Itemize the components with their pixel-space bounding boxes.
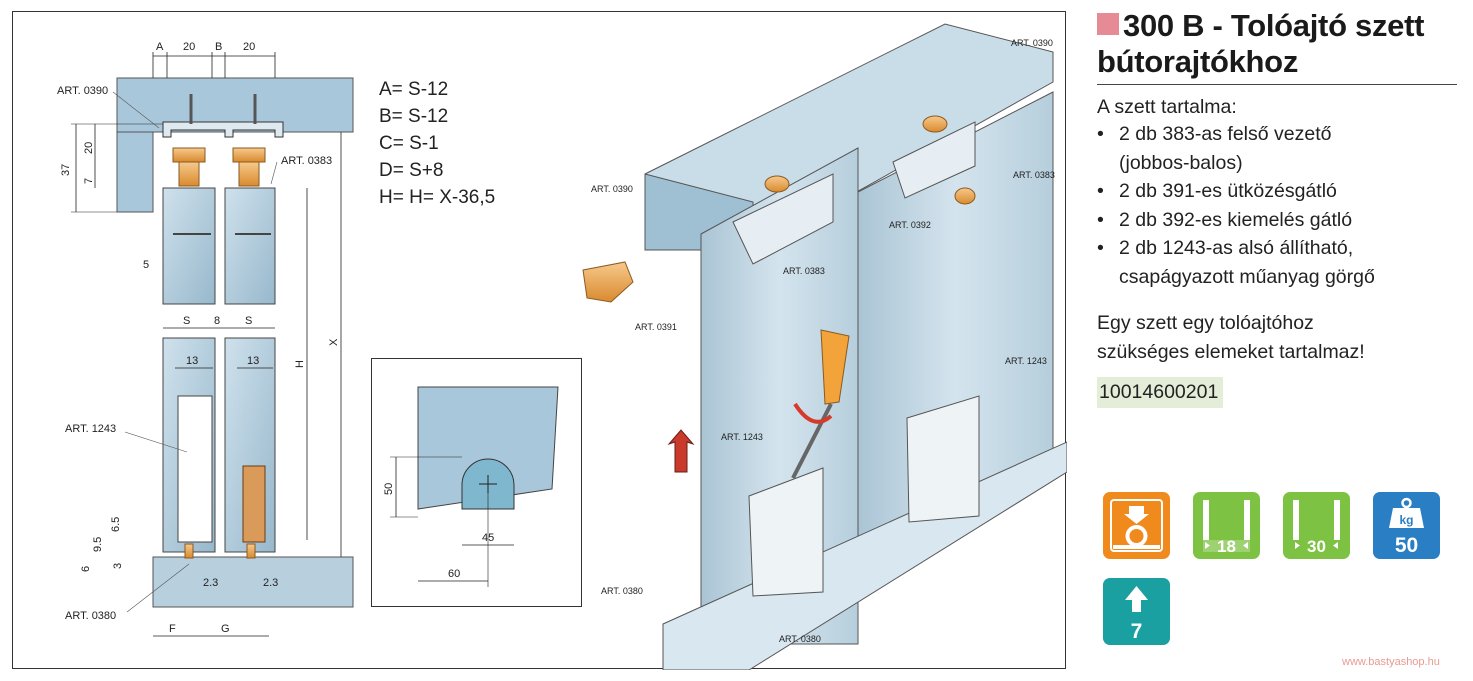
dim-s-left: S [183,315,190,327]
product-title-line2: bútorajtókhoz [1097,44,1299,79]
formula-a: A= S-12 [379,79,449,100]
list-item-text: (jobbos-balos) [1119,151,1243,174]
dim-20-vertical: 20 [83,142,95,154]
dim-2-3-left: 2.3 [203,577,218,589]
label-art-1243-left: ART. 1243 [65,423,116,435]
product-sku: 10014600201 [1097,377,1224,408]
label-art-0380-left3d: ART. 0380 [601,586,643,596]
product-info-panel: 300 B - Tolóajtó szett bútorajtókhoz A s… [1097,8,1459,408]
dim-6-5: 6.5 [110,517,122,532]
list-item-text: 2 db 1243-as alsó állítható, [1119,237,1354,259]
formula-c: C= S-1 [379,133,439,154]
list-item: •2 db 1243-as alsó állítható, [1097,234,1459,263]
dim-5: 5 [143,259,149,271]
list-item-text: 2 db 392-es kiemelés gátló [1119,208,1353,231]
list-item-text: csapágyazott műanyag görgő [1119,265,1375,288]
dim-9-5: 9.5 [92,537,104,552]
dim-20-left: 20 [183,41,195,53]
list-item-continuation: (jobbos-balos) [1097,149,1459,178]
label-art-0380-left: ART. 0380 [65,610,116,622]
list-item: •2 db 391-es ütközésgátló [1097,177,1459,206]
label-art-1243-right: ART. 1243 [1005,356,1047,366]
contents-list: •2 db 383-as felső vezető (jobbos-balos)… [1097,120,1459,291]
label-art-1243-mid: ART. 1243 [721,432,763,442]
dim-13-left: 13 [186,355,198,367]
top-mount-roller-icon [1103,492,1170,559]
dim-f: F [169,623,176,635]
dim-x: X [328,338,340,346]
dim-20-right: 20 [243,41,255,53]
label-art-0390-left: ART. 0390 [57,85,108,97]
weight-capacity-icon: kg 50 [1373,492,1440,559]
label-art-0390-mid: ART. 0390 [591,184,633,194]
dim-7: 7 [83,178,95,184]
dim-h: H [294,360,306,368]
door-thickness-18-icon: 18 [1193,492,1260,559]
list-item-text: 2 db 383-as felső vezető [1119,123,1332,145]
dim-37: 37 [60,164,72,176]
formula-d: D= S+8 [379,160,444,181]
label-art-0383-left: ART. 0383 [281,155,332,167]
label-art-0391: ART. 0391 [635,322,677,332]
label-art-0383-mid: ART. 0383 [783,266,825,276]
dim-6: 6 [80,566,92,572]
cross-section-drawing: A 20 B 20 37 20 7 5 ART. 0390 ART. 0383 … [57,23,1067,670]
dim-b: B [215,41,222,53]
dim-8: 8 [214,315,220,327]
dim-a: A [156,41,164,53]
title-divider [1097,84,1457,85]
formula-b: B= S-12 [379,106,449,127]
technical-drawing: A 20 B 20 37 20 7 5 ART. 0390 ART. 0383 … [12,11,1067,670]
set-note-line1: Egy szett egy tolóajtóhoz [1097,312,1314,334]
dim-2-3-right: 2.3 [263,577,278,589]
dim-g: G [221,623,230,635]
formula-h: H= H= X-36,5 [379,187,496,208]
label-art-0380-bottom: ART. 0380 [779,634,821,644]
product-title-row: 300 B - Tolóajtó szett bútorajtókhoz [1097,8,1459,80]
product-title-line1: 300 B - Tolóajtó szett [1123,8,1425,43]
list-item: •2 db 392-es kiemelés gátló [1097,206,1459,235]
list-item-text: 2 db 391-es ütközésgátló [1119,180,1337,202]
set-note-line2: szükséges elemeket tartalmaz! [1097,341,1365,363]
door-height-label: 7 [1131,620,1143,643]
dim-13-right: 13 [247,355,259,367]
label-art-0383-right: ART. 0383 [1013,170,1055,180]
dim-s-right: S [245,315,252,327]
weight-capacity-label: 50 [1395,534,1418,557]
weight-unit-label: kg [1399,513,1413,527]
notch-detail-drawing: 50 45 60 [383,386,559,587]
contents-label: A szett tartalma: [1097,96,1237,118]
door-height-icon: 7 [1103,578,1170,645]
dim-3: 3 [112,563,124,569]
door-thickness-30-label: 30 [1307,537,1326,556]
list-item: •2 db 383-as felső vezető [1097,120,1459,149]
formula-list: A= S-12 B= S-12 C= S-1 D= S+8 H= H= X-36… [379,76,495,211]
notch-detail-inset: 50 45 60 [371,358,582,607]
watermark: www.bastyashop.hu [1342,656,1440,668]
door-thickness-18-label: 18 [1217,537,1236,556]
list-item-continuation: csapágyazott műanyag görgő [1097,263,1459,292]
set-note: Egy szett egy tolóajtóhoz szükséges elem… [1097,309,1459,367]
door-thickness-30-icon: 30 [1283,492,1350,559]
dim-60: 60 [448,568,460,580]
title-accent-swatch [1097,13,1119,35]
label-art-0392: ART. 0392 [889,220,931,230]
label-art-0390-top: ART. 0390 [1011,38,1053,48]
product-title: 300 B - Tolóajtó szett bútorajtókhoz [1097,8,1425,80]
dim-50: 50 [383,483,395,495]
